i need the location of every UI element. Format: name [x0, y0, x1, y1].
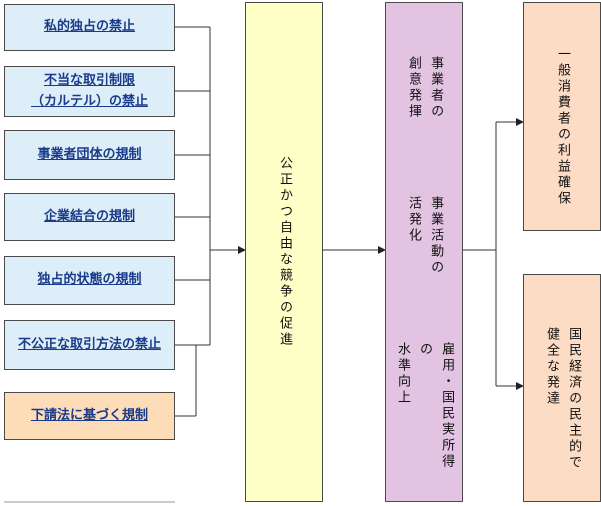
effects-box: 事業者の 創意発揮 事業活動の 活発化 雇用・国民実所得の 水準向上 — [385, 2, 463, 502]
outcome-consumer-benefit: 一般消費者の利益確保 — [523, 2, 601, 231]
box-unfair-trade[interactable]: 不公正な取引方法の禁止 — [4, 320, 175, 370]
outcome-economy-text: 国民経済の民主的で 健全な発達 — [544, 327, 582, 471]
box-private-monopoly[interactable]: 私的独占の禁止 — [4, 4, 175, 51]
box-monopolistic-situation[interactable]: 独占的状態の規制 — [4, 256, 175, 305]
box-cartel[interactable]: 不当な取引制限 （カルテル）の禁止 — [4, 66, 175, 117]
box-label: 不公正な取引方法の禁止 — [17, 336, 161, 352]
box-label: 不当な取引制限 （カルテル）の禁止 — [30, 73, 148, 109]
box-label: 私的独占の禁止 — [43, 19, 135, 35]
outcome-consumer-text: 一般消費者の利益確保 — [555, 47, 571, 207]
effect-creativity: 事業者の 創意発揮 — [406, 56, 444, 120]
effect-activation: 事業活動の 活発化 — [406, 196, 444, 276]
effect-employment-income: 雇用・国民実所得の 水準向上 — [394, 342, 455, 470]
box-subcontract-act[interactable]: 下請法に基づく規制 — [4, 392, 175, 440]
box-trade-association[interactable]: 事業者団体の規制 — [4, 130, 175, 180]
center-box-text: 公正かつ自由な競争の促進 — [277, 156, 293, 348]
box-label: 企業結合の規制 — [43, 208, 135, 224]
box-label: 事業者団体の規制 — [37, 146, 142, 162]
box-label: 下請法に基づく規制 — [30, 407, 148, 423]
box-label: 独占的状態の規制 — [37, 272, 142, 288]
box-merger[interactable]: 企業結合の規制 — [4, 193, 175, 241]
outcome-national-economy: 国民経済の民主的で 健全な発達 — [523, 274, 601, 502]
center-box-fair-competition: 公正かつ自由な競争の促進 — [245, 2, 323, 502]
